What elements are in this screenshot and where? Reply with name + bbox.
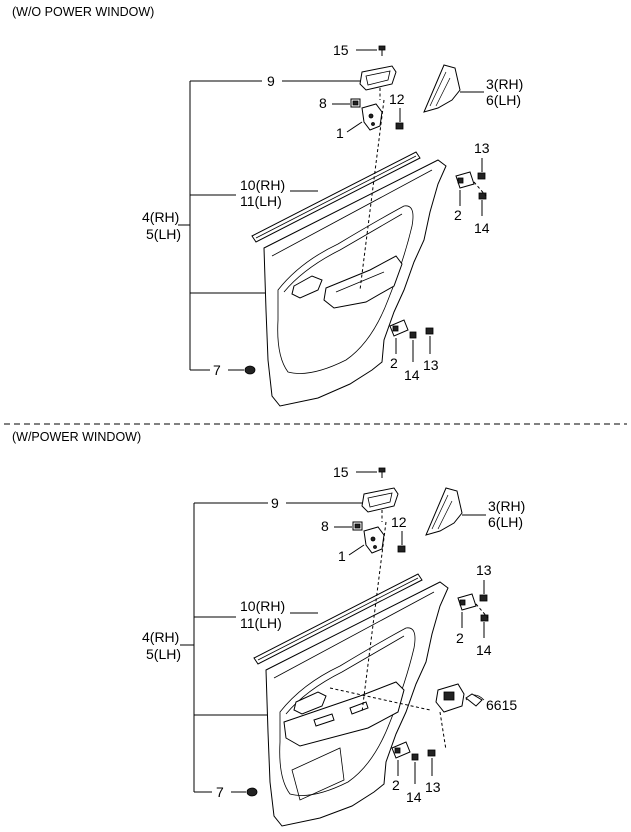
callout-13-lower: 13 <box>425 779 441 795</box>
callout-13-upper: 13 <box>474 140 490 156</box>
callout-7: 7 <box>216 784 224 800</box>
callout-14-upper: 14 <box>476 642 492 658</box>
clip-part-8 <box>352 521 363 531</box>
screw-part-13-lower <box>425 327 434 335</box>
callout-8: 8 <box>321 518 329 534</box>
screw-part-13-upper <box>477 172 486 180</box>
screw-part-14-lower <box>411 753 419 761</box>
assembly-bracket <box>180 502 268 793</box>
callout-2-upper: 2 <box>456 630 464 646</box>
callout-6615: 6615 <box>486 697 517 713</box>
screw-part-12 <box>397 545 406 553</box>
callout-5-lh: 5(LH) <box>146 646 181 662</box>
callout-11-lh: 11(LH) <box>240 193 282 209</box>
callout-14-upper: 14 <box>474 220 490 236</box>
callout-12: 12 <box>391 514 407 530</box>
callout-12: 12 <box>389 91 405 107</box>
callout-10-rh: 10(RH) <box>240 177 285 193</box>
callout-3-rh: 3(RH) <box>488 498 525 514</box>
screw-part-13-lower <box>427 749 436 757</box>
section-title: (W/POWER WINDOW) <box>12 430 141 444</box>
section-without-power-window: (W/O POWER WINDOW) 4(RH) 5(LH) 15 9 8 <box>12 5 523 407</box>
callout-5-lh: 5(LH) <box>146 226 181 242</box>
callout-13-lower: 13 <box>423 357 439 373</box>
callout-8: 8 <box>319 95 327 111</box>
section-with-power-window: (W/POWER WINDOW) 4(RH) 5(LH) 15 9 8 <box>12 430 525 827</box>
delta-cover-part-3 <box>425 487 463 536</box>
callout-1: 1 <box>336 125 344 141</box>
callout-13-upper: 13 <box>476 562 492 578</box>
callout-15: 15 <box>333 42 349 58</box>
callout-2-upper: 2 <box>454 207 462 223</box>
callout-14-lower: 14 <box>406 789 422 805</box>
weatherstrip-part-10 <box>251 151 421 243</box>
callout-9: 9 <box>267 73 275 89</box>
callout-11-lh: 11(LH) <box>240 615 282 631</box>
power-window-switch-part-6615 <box>435 683 485 713</box>
callout-7: 7 <box>213 362 221 378</box>
clip-part-2-upper <box>455 171 475 189</box>
callout-4-rh: 4(RH) <box>142 629 179 645</box>
fastener-part-7 <box>246 787 258 797</box>
delta-cover-part-3 <box>423 64 461 113</box>
callout-2-lower: 2 <box>392 777 400 793</box>
screw-part-15 <box>378 45 386 56</box>
screw-part-15 <box>378 467 386 478</box>
callout-2-lower: 2 <box>390 355 398 371</box>
screw-part-14-upper <box>478 192 487 200</box>
callout-14-lower: 14 <box>404 367 420 383</box>
inside-handle-part-1 <box>361 103 383 131</box>
section-title: (W/O POWER WINDOW) <box>12 5 154 19</box>
screw-part-14-lower <box>409 331 417 339</box>
callout-6-lh: 6(LH) <box>486 92 521 108</box>
callout-4-rh: 4(RH) <box>142 209 179 225</box>
clip-part-2-lower <box>389 319 409 337</box>
callout-15: 15 <box>333 464 349 480</box>
callout-1: 1 <box>338 548 346 564</box>
callout-9: 9 <box>271 495 279 511</box>
weatherstrip-part-10 <box>253 573 423 665</box>
assembly-bracket <box>178 80 268 371</box>
inside-handle-cover-part-9 <box>361 487 399 513</box>
clip-part-2-upper <box>457 593 477 611</box>
fastener-part-7 <box>244 365 256 375</box>
clip-part-8 <box>350 98 361 108</box>
clip-part-2-lower <box>391 741 411 759</box>
inside-handle-part-1 <box>363 526 385 554</box>
door-trim-panel <box>263 159 447 407</box>
callout-10-rh: 10(RH) <box>240 598 285 614</box>
screw-part-14-upper <box>480 614 489 622</box>
inside-handle-cover-part-9 <box>359 65 397 91</box>
callout-6-lh: 6(LH) <box>488 514 523 530</box>
screw-part-12 <box>395 122 404 130</box>
callout-3-rh: 3(RH) <box>486 76 523 92</box>
screw-part-13-upper <box>479 594 488 602</box>
